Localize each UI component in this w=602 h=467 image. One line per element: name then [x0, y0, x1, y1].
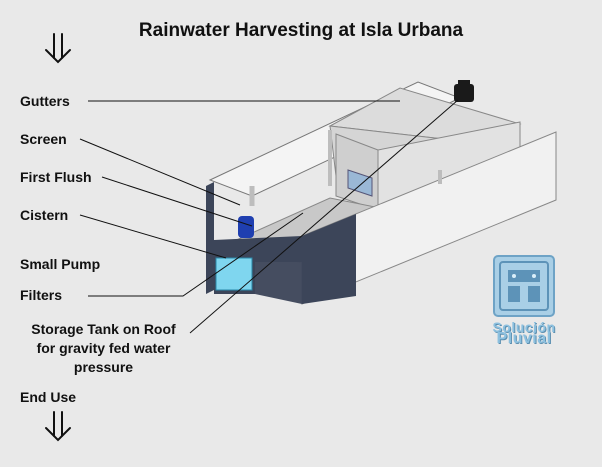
- label-end-use: End Use: [20, 389, 77, 405]
- logo-text-line1: Solución: [492, 319, 556, 335]
- leader-lines: [79, 99, 459, 334]
- label-filters: Filters: [20, 287, 63, 303]
- down-arrow-icon: [45, 411, 71, 442]
- label-storage-line3: pressure: [73, 359, 134, 375]
- label-cistern: Cistern: [20, 207, 69, 223]
- label-storage-line1: Storage Tank on Roof: [31, 321, 176, 337]
- label-gutters: Gutters: [20, 93, 70, 109]
- house-model: [206, 80, 557, 305]
- label-storage-tank: Storage Tank on Roof for gravity fed wat…: [16, 320, 191, 377]
- label-storage-line2: for gravity fed water: [36, 340, 171, 356]
- diagram-title: Rainwater Harvesting at Isla Urbana: [138, 20, 464, 41]
- label-small-pump: Small Pump: [20, 256, 101, 272]
- logo-text-line2: Pluvial: [496, 330, 552, 347]
- label-screen: Screen: [20, 131, 67, 147]
- label-first-flush: First Flush: [20, 169, 92, 185]
- down-arrow-icon: [45, 33, 71, 64]
